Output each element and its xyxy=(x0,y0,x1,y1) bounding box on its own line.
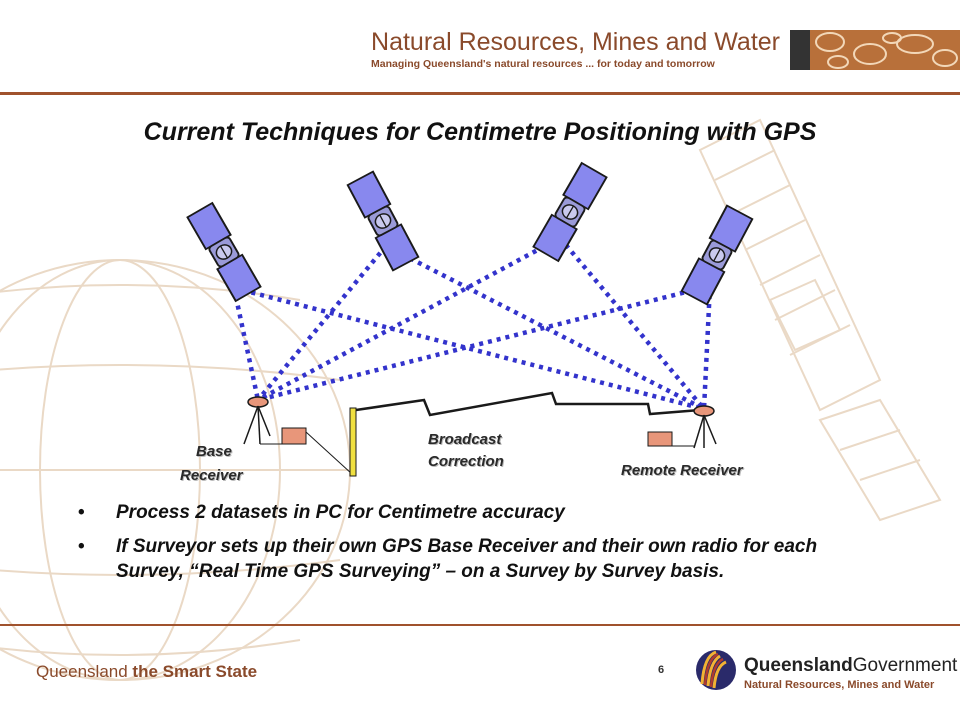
header-divider xyxy=(0,92,960,95)
satellite-4 xyxy=(680,204,754,306)
signal-line-sat2-base xyxy=(256,244,388,402)
footer-divider xyxy=(0,624,960,626)
signal-line-sat4-base xyxy=(257,283,711,403)
gov-name-regular: Government xyxy=(852,655,958,676)
broadcast-label-line1: Broadcast xyxy=(428,431,502,448)
satellite-1 xyxy=(186,202,262,302)
page-number: 6 xyxy=(658,664,665,676)
slogan-suffix: the Smart State xyxy=(132,662,258,681)
base-receiver-tripod xyxy=(243,396,271,445)
header-pattern-graphic xyxy=(810,30,960,70)
satellite-3 xyxy=(532,162,608,262)
gov-name-bold: Queensland xyxy=(744,655,853,676)
org-name: Natural Resources, Mines and Water xyxy=(371,28,780,56)
base-radio-box xyxy=(260,427,353,475)
bullet-item: • Process 2 datasets in PC for Centimetr… xyxy=(78,500,878,525)
signal-line-sat2-remote xyxy=(384,243,706,412)
bullet-text: Process 2 datasets in PC for Centimetre … xyxy=(116,502,565,523)
queensland-emblem-icon xyxy=(696,650,736,690)
signal-lines xyxy=(231,236,713,412)
signal-line-sat3-base xyxy=(256,236,562,402)
satellite-2 xyxy=(346,170,420,272)
signal-line-sat4-remote xyxy=(701,285,713,410)
signal-line-sat3-remote xyxy=(558,236,706,411)
slogan-prefix: Queensland xyxy=(36,662,128,681)
broadcast-link xyxy=(355,391,701,417)
org-tagline: Managing Queensland's natural resources … xyxy=(371,58,715,70)
remote-receiver-tripod xyxy=(693,405,717,449)
header-brand: Natural Resources, Mines and Water Manag… xyxy=(371,28,780,70)
slide-title: Current Techniques for Centimetre Positi… xyxy=(143,118,817,146)
queensland-government-logo: QueenslandGovernment Natural Resources, … xyxy=(744,656,957,692)
base-receiver-label-line2: Receiver xyxy=(180,467,243,484)
bullet-marker: • xyxy=(78,502,85,523)
smart-state-slogan: Queensland the Smart State xyxy=(36,662,257,682)
bullet-item: • If Surveyor sets up their own GPS Base… xyxy=(78,534,878,584)
gov-department: Natural Resources, Mines and Water xyxy=(744,679,935,691)
base-receiver-label-line1: Base xyxy=(196,443,232,460)
broadcast-label-line2: Correction xyxy=(428,453,504,470)
bullet-list: • Process 2 datasets in PC for Centimetr… xyxy=(78,500,878,593)
radio-antenna-mast xyxy=(349,407,357,477)
signal-line-sat1-base xyxy=(231,287,261,401)
bullet-marker: • xyxy=(78,536,85,557)
signal-line-sat1-remote xyxy=(233,285,705,412)
bullet-text: If Surveyor sets up their own GPS Base R… xyxy=(116,536,818,582)
remote-receiver-label: Remote Receiver xyxy=(621,462,743,479)
remote-radio-box xyxy=(647,431,694,447)
header-dark-bar xyxy=(790,30,810,70)
